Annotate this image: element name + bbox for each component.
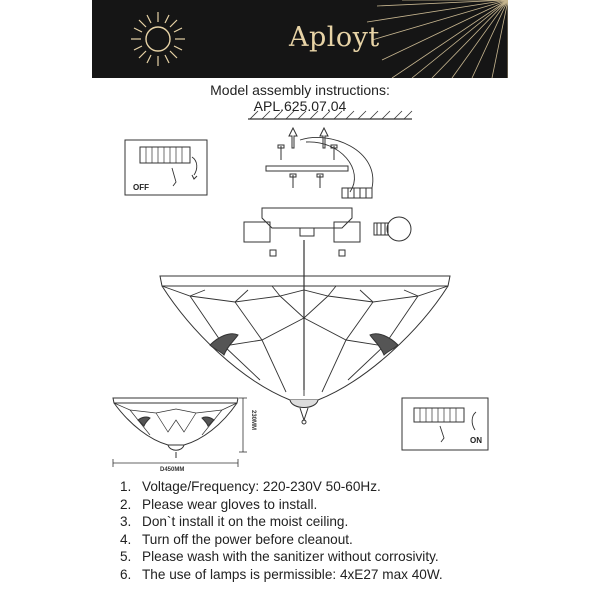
wall-anchor-icon bbox=[288, 126, 329, 149]
instructions-list: 1.Voltage/Frequency: 220-230V 50-60Hz. 2… bbox=[120, 478, 443, 584]
mounting-bracket bbox=[265, 165, 349, 172]
brand-name: Aployt bbox=[289, 22, 380, 53]
screw-icon bbox=[277, 144, 338, 160]
canopy bbox=[243, 207, 361, 243]
instruction-item: 1.Voltage/Frequency: 220-230V 50-60Hz. bbox=[120, 479, 381, 494]
breaker-off-diagram bbox=[124, 139, 208, 196]
brand-banner: Aployt bbox=[92, 0, 508, 78]
ceiling bbox=[248, 110, 413, 120]
bulb-icon bbox=[373, 216, 412, 242]
document-title: Model assembly instructions: bbox=[210, 82, 390, 98]
off-label: OFF bbox=[133, 183, 149, 192]
instruction-item: 5.Please wash with the sanitizer without… bbox=[120, 549, 439, 565]
instruction-item: 2.Please wear gloves to install. bbox=[120, 496, 318, 512]
on-label: ON bbox=[470, 436, 482, 445]
sun-ray-decoration bbox=[131, 0, 508, 78]
instruction-item: 3.Don`t install it on the moist ceiling. bbox=[120, 514, 349, 530]
assembly-diagram: OFF ON 230MM D450MM bbox=[112, 110, 489, 473]
terminal-block bbox=[341, 187, 373, 199]
height-dimension-label: 230MM bbox=[250, 410, 256, 430]
breaker-on-diagram bbox=[401, 397, 489, 451]
instruction-item: 4.Turn off the power before cleanout. bbox=[120, 531, 353, 547]
lamp-shade bbox=[159, 275, 451, 425]
dimension-drawing bbox=[112, 397, 247, 467]
model-number: APL.625.07.04 bbox=[253, 98, 347, 114]
instruction-item: 6.The use of lamps is permissible: 4xE27… bbox=[120, 566, 443, 582]
ornament-icon bbox=[209, 333, 399, 356]
diameter-dimension-label: D450MM bbox=[160, 467, 184, 473]
sun-logo-icon bbox=[131, 12, 185, 66]
